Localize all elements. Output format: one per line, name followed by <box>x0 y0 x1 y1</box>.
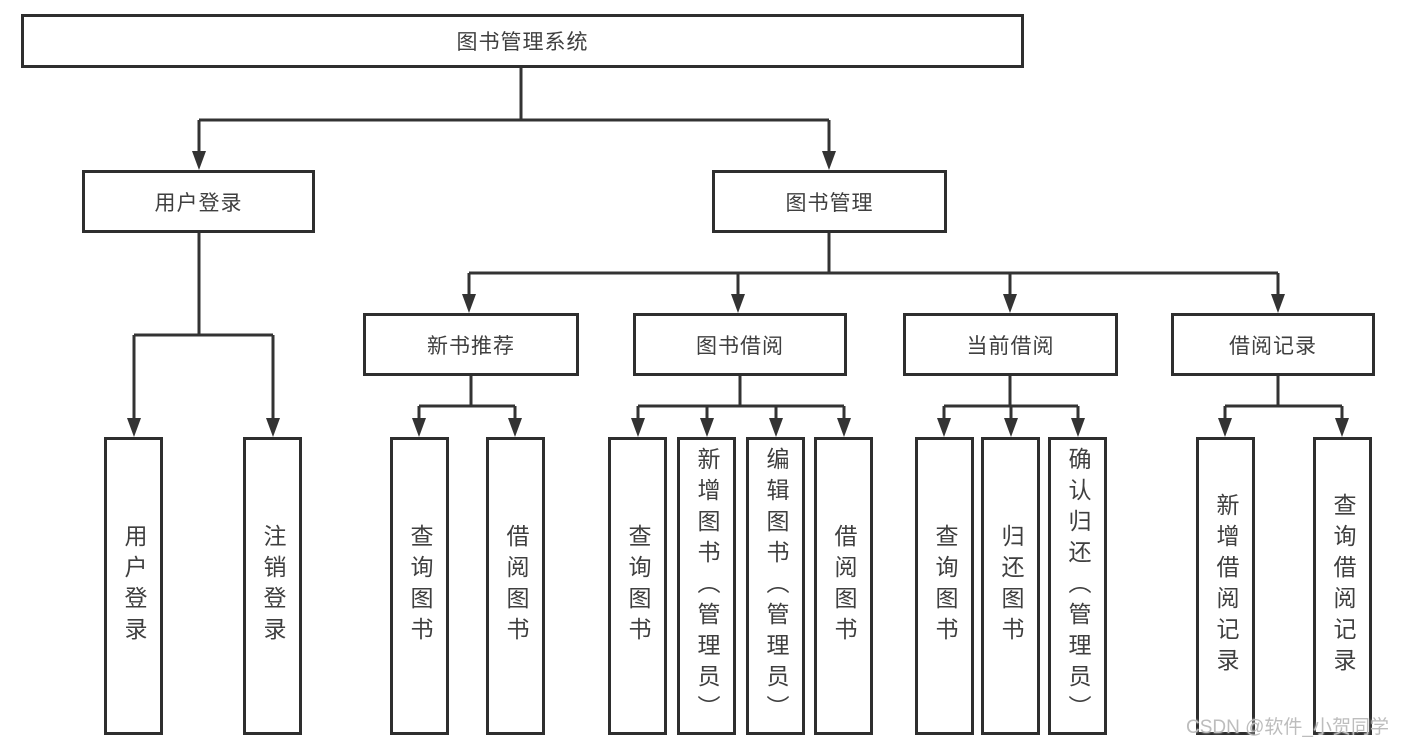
leaf-logout: 注销登录 <box>243 437 302 735</box>
leaf-borrow-books-borrowing-label: 借阅图书 <box>831 524 857 648</box>
leaf-user-login-label: 用户登录 <box>121 524 147 648</box>
node-current-borrowing: 当前借阅 <box>903 313 1118 376</box>
node-book-management-label: 图书管理 <box>785 191 874 215</box>
node-user-login: 用户登录 <box>82 170 315 233</box>
node-borrow-records: 借阅记录 <box>1171 313 1375 376</box>
leaf-logout-label: 注销登录 <box>260 524 286 648</box>
leaf-user-login: 用户登录 <box>104 437 163 735</box>
node-book-borrowing: 图书借阅 <box>633 313 847 376</box>
leaf-add-books-admin-label: 新增图书（管理员） <box>694 446 720 726</box>
leaf-edit-books-admin: 编辑图书（管理员） <box>746 437 805 735</box>
leaf-query-borrow-record: 查询借阅记录 <box>1313 437 1372 735</box>
leaf-confirm-return-admin: 确认归还（管理员） <box>1048 437 1107 735</box>
leaf-confirm-return-admin-label: 确认归还（管理员） <box>1065 446 1091 726</box>
leaf-borrow-books-recommend-label: 借阅图书 <box>503 524 529 648</box>
node-library-system: 图书管理系统 <box>21 14 1024 68</box>
leaf-add-borrow-record: 新增借阅记录 <box>1196 437 1255 735</box>
node-new-book-recommend: 新书推荐 <box>363 313 579 376</box>
leaf-query-books-current: 查询图书 <box>915 437 974 735</box>
tree-edges <box>132 68 1344 424</box>
node-current-borrowing-label: 当前借阅 <box>966 334 1055 358</box>
leaf-query-books-current-label: 查询图书 <box>932 524 958 648</box>
leaf-add-books-admin: 新增图书（管理员） <box>677 437 736 735</box>
node-new-book-recommend-label: 新书推荐 <box>427 334 515 358</box>
leaf-return-books: 归还图书 <box>981 437 1040 735</box>
leaf-query-books-recommend: 查询图书 <box>390 437 449 735</box>
leaf-add-borrow-record-label: 新增借阅记录 <box>1213 493 1239 679</box>
arrowheads <box>127 151 1349 437</box>
node-book-borrowing-label: 图书借阅 <box>696 334 784 358</box>
leaf-query-books-recommend-label: 查询图书 <box>407 524 433 648</box>
node-book-management: 图书管理 <box>712 170 947 233</box>
leaf-borrow-books-recommend: 借阅图书 <box>486 437 545 735</box>
leaf-edit-books-admin-label: 编辑图书（管理员） <box>763 446 789 726</box>
leaf-query-books-borrowing-label: 查询图书 <box>625 524 651 648</box>
leaf-query-books-borrowing: 查询图书 <box>608 437 667 735</box>
leaf-return-books-label: 归还图书 <box>998 524 1024 648</box>
node-user-login-label: 用户登录 <box>154 191 243 215</box>
node-library-system-label: 图书管理系统 <box>456 31 589 54</box>
csdn-watermark: CSDN @软件_小贺同学 <box>1186 717 1389 738</box>
leaf-borrow-books-borrowing: 借阅图书 <box>814 437 873 735</box>
leaf-query-borrow-record-label: 查询借阅记录 <box>1330 493 1356 679</box>
node-borrow-records-label: 借阅记录 <box>1229 334 1317 358</box>
